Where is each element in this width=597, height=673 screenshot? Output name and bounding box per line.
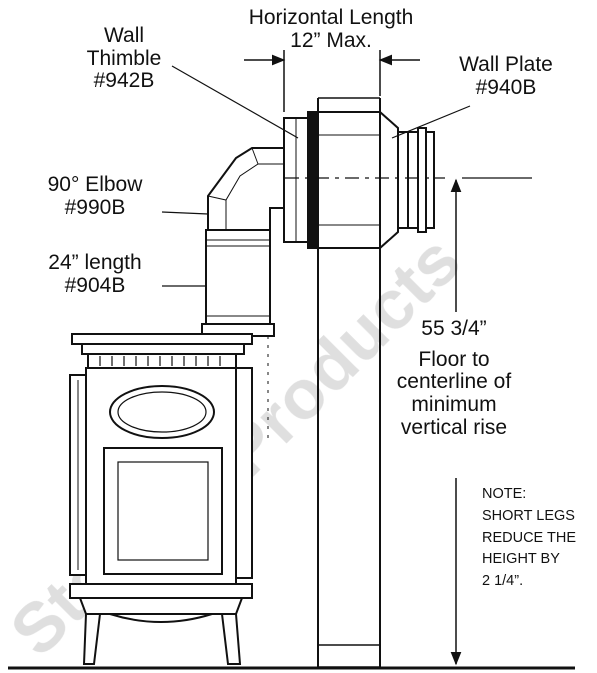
wall-plate-line1: Wall Plate [459, 53, 553, 76]
rise-value: 55 3/4” [421, 317, 487, 340]
note-line: SHORT LEGS [482, 507, 575, 524]
horizontal-length-line2: 12” Max. [290, 28, 372, 52]
note-line: REDUCE THE [482, 529, 576, 546]
horizontal-length-line1: Horizontal Length [248, 6, 414, 29]
elbow-part: #990B [64, 195, 126, 219]
rise-label: 55 3/4” Floor to centerline of minimum v… [378, 317, 530, 439]
wall-thimble-line1: Wall [103, 24, 145, 47]
stove [69, 333, 253, 665]
pipe-length [201, 229, 275, 337]
wall-plate-part: #940B [475, 75, 537, 99]
wall-thimble [283, 111, 381, 249]
horizontal-length-label: Horizontal Length 12” Max. [238, 6, 424, 52]
note-line: HEIGHT BY [482, 551, 560, 568]
length-label: 24” length #904B [20, 251, 170, 297]
note-line: 2 1/4”. [482, 573, 524, 589]
wall-plate [379, 109, 435, 251]
elbow-line1: 90° Elbow [47, 173, 143, 196]
elbow-pipe [207, 147, 285, 231]
note-line: NOTE: [482, 486, 527, 502]
wall-thimble-label: Wall Thimble #942B [64, 24, 184, 93]
rise-line3: minimum [411, 393, 497, 417]
length-line1: 24” length [48, 251, 142, 274]
leader-lines [161, 65, 471, 287]
rise-line4: vertical rise [400, 415, 508, 439]
rise-line1: Floor to [418, 347, 490, 371]
length-part: #904B [64, 273, 126, 297]
elbow-label: 90° Elbow #990B [20, 173, 170, 219]
wall-plate-label: Wall Plate #940B [436, 53, 576, 99]
wall-thimble-part: #942B [93, 69, 155, 93]
note-text: NOTE: SHORT LEGS REDUCE THE HEIGHT BY 2 … [482, 484, 576, 593]
horizontal-length-dimension [244, 50, 420, 112]
rise-line2: centerline of [396, 370, 512, 394]
wall-thimble-line2: Thimble [86, 46, 162, 70]
